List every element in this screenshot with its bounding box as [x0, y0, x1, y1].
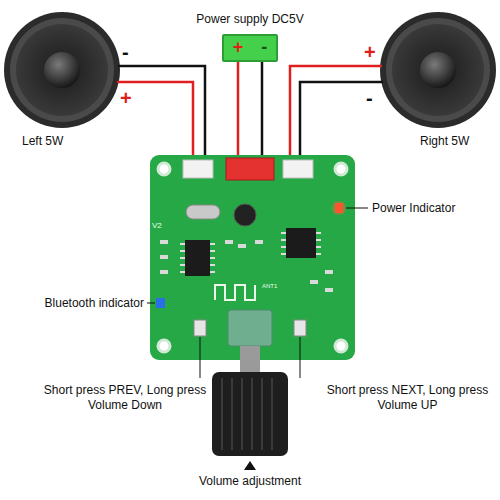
button-label: Short press PREV, Long press Volume Down: [40, 383, 210, 413]
polarity-sign: +: [364, 40, 376, 65]
speaker-label: Left 5W: [22, 134, 63, 149]
leader-lines: [147, 208, 368, 378]
board-version: V2: [152, 221, 162, 231]
pcb-board: [150, 155, 355, 360]
polarity-sign: +: [233, 37, 244, 57]
polarity-sign: -: [261, 37, 267, 57]
supply-heading: Power supply DC5V: [196, 12, 303, 26]
right-speaker: [380, 12, 496, 128]
polarity-sign: -: [366, 86, 373, 111]
speaker-wires: [117, 62, 383, 164]
left-speaker: [4, 12, 120, 128]
power-supply-box: Power supply DC5V+-: [222, 34, 278, 62]
antenna-label: ANT1: [262, 282, 277, 290]
speaker-label: Right 5W: [420, 134, 469, 149]
polarity-sign: +: [120, 86, 132, 111]
callout-label: Power Indicator: [372, 201, 455, 216]
volume-knob: [212, 346, 288, 470]
knob-label: Volume adjustment: [150, 474, 350, 489]
callout-label: Bluetooth indicator: [4, 296, 144, 311]
button-label: Short press NEXT, Long press Volume UP: [325, 383, 490, 413]
polarity-sign: -: [122, 40, 129, 65]
